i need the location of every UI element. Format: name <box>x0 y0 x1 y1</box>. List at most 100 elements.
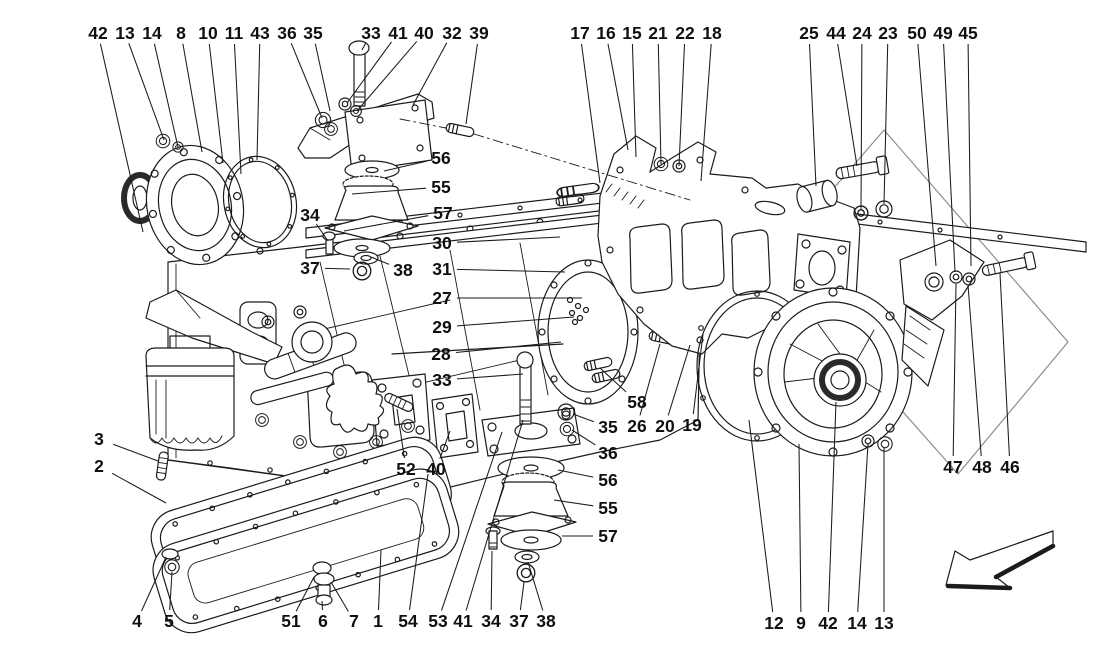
diagram-shape <box>157 466 167 470</box>
callout-label-33: 33 <box>432 370 452 390</box>
callout-leader-15 <box>631 43 637 158</box>
diagram-shape <box>493 481 569 517</box>
callout-leader-31 <box>456 268 566 273</box>
callout-label-41: 41 <box>388 23 408 43</box>
callout-label-31: 31 <box>432 259 452 279</box>
diagram-shape <box>754 435 760 441</box>
diagram-shape <box>209 505 216 512</box>
callout-leader-19 <box>692 333 704 415</box>
callout-label-8: 8 <box>176 23 186 43</box>
diagram-shape <box>388 394 393 404</box>
diagram-shape <box>903 367 913 377</box>
diagram-shape <box>616 166 624 174</box>
diagram-shape <box>681 219 725 290</box>
callout-label-17: 17 <box>570 23 589 43</box>
callout-label-42: 42 <box>88 23 108 43</box>
callout-label-3: 3 <box>94 429 104 449</box>
diagram-shape <box>885 423 895 433</box>
callout-leader-55 <box>553 499 594 507</box>
diagram-shape <box>157 158 233 252</box>
callout-leader-58 <box>599 367 627 393</box>
callout-leader-33 <box>361 42 367 51</box>
diagram-shape <box>901 305 945 387</box>
callout-leaders <box>99 40 1010 613</box>
diagram-shape <box>846 166 850 178</box>
diagram-shape <box>252 523 259 530</box>
diagram-shape <box>202 253 211 262</box>
diagram-shape <box>431 393 479 459</box>
callout-label-16: 16 <box>596 23 616 43</box>
callout-leader-34 <box>315 223 329 242</box>
diagram-shape <box>903 343 925 359</box>
callout-label-57: 57 <box>433 203 452 223</box>
callout-label-43: 43 <box>250 23 270 43</box>
callout-leader-11 <box>233 43 242 175</box>
diagram-shape <box>247 311 269 329</box>
diagram-shape <box>877 219 883 225</box>
callout-leader-25 <box>808 43 817 187</box>
callout-label-32: 32 <box>442 23 462 43</box>
diagram-shape <box>1023 251 1037 271</box>
diagram-shape <box>149 435 223 444</box>
diagram-shape <box>561 410 571 420</box>
callout-leader-36 <box>571 429 596 446</box>
diagram-shape <box>156 471 167 475</box>
diagram-shape <box>567 434 577 444</box>
diagram-shape <box>152 468 460 634</box>
diagram-shape <box>309 127 331 141</box>
diagram-shape <box>835 155 890 180</box>
callout-leader-35 <box>572 413 595 423</box>
diagram-shape <box>516 563 536 583</box>
diagram-shape <box>796 186 813 213</box>
callout-leader-47 <box>952 283 957 457</box>
callout-leader-14 <box>857 443 869 613</box>
callout-leader-7 <box>330 581 349 612</box>
diagram-shape <box>576 314 584 322</box>
diagram-shape <box>698 325 704 331</box>
diagram-shape <box>391 343 564 355</box>
diagram-shape <box>374 489 380 496</box>
callout-label-37: 37 <box>509 611 528 631</box>
callout-leader-38 <box>370 256 390 265</box>
diagram-shape <box>819 359 861 401</box>
part-right-mount-bracket <box>899 239 1037 387</box>
diagram-shape <box>547 271 629 393</box>
callout-label-14: 14 <box>847 613 867 633</box>
diagram-shape <box>457 212 463 218</box>
diagram-shape <box>481 407 581 457</box>
callout-label-44: 44 <box>826 23 846 43</box>
callout-label-52: 52 <box>396 459 416 479</box>
callout-label-34: 34 <box>300 205 320 225</box>
callout-leader-49 <box>943 43 956 273</box>
diagram-shape <box>248 157 254 163</box>
diagram-shape <box>523 536 539 544</box>
diagram-shape <box>175 289 201 319</box>
callout-leader-14 <box>153 43 179 148</box>
callout-leader-36 <box>290 43 323 119</box>
diagram-shape <box>837 245 847 255</box>
diagram-shape <box>358 154 366 162</box>
diagram-shape <box>207 460 213 466</box>
diagram-shape <box>568 309 576 317</box>
diagram-shape <box>158 457 169 460</box>
part-top-bracket-group <box>297 40 691 201</box>
diagram-shape <box>145 144 245 266</box>
callout-leader-24 <box>860 43 863 210</box>
callout-label-53: 53 <box>428 611 448 631</box>
callout-leader-20 <box>667 344 691 416</box>
diagram-shape <box>571 318 579 326</box>
diagram-shape <box>155 451 169 481</box>
diagram-shape <box>384 392 414 412</box>
diagram-shape <box>391 394 416 426</box>
callout-leader-41 <box>465 419 524 611</box>
diagram-shape <box>435 401 445 411</box>
diagram-shape <box>169 335 211 349</box>
part-shift-mechanism <box>145 289 564 459</box>
callout-leader-53 <box>441 431 503 611</box>
diagram-shape <box>365 166 379 174</box>
diagram-shape <box>461 397 471 407</box>
callout-leader-56 <box>383 160 427 172</box>
diagram-shape <box>905 329 928 345</box>
